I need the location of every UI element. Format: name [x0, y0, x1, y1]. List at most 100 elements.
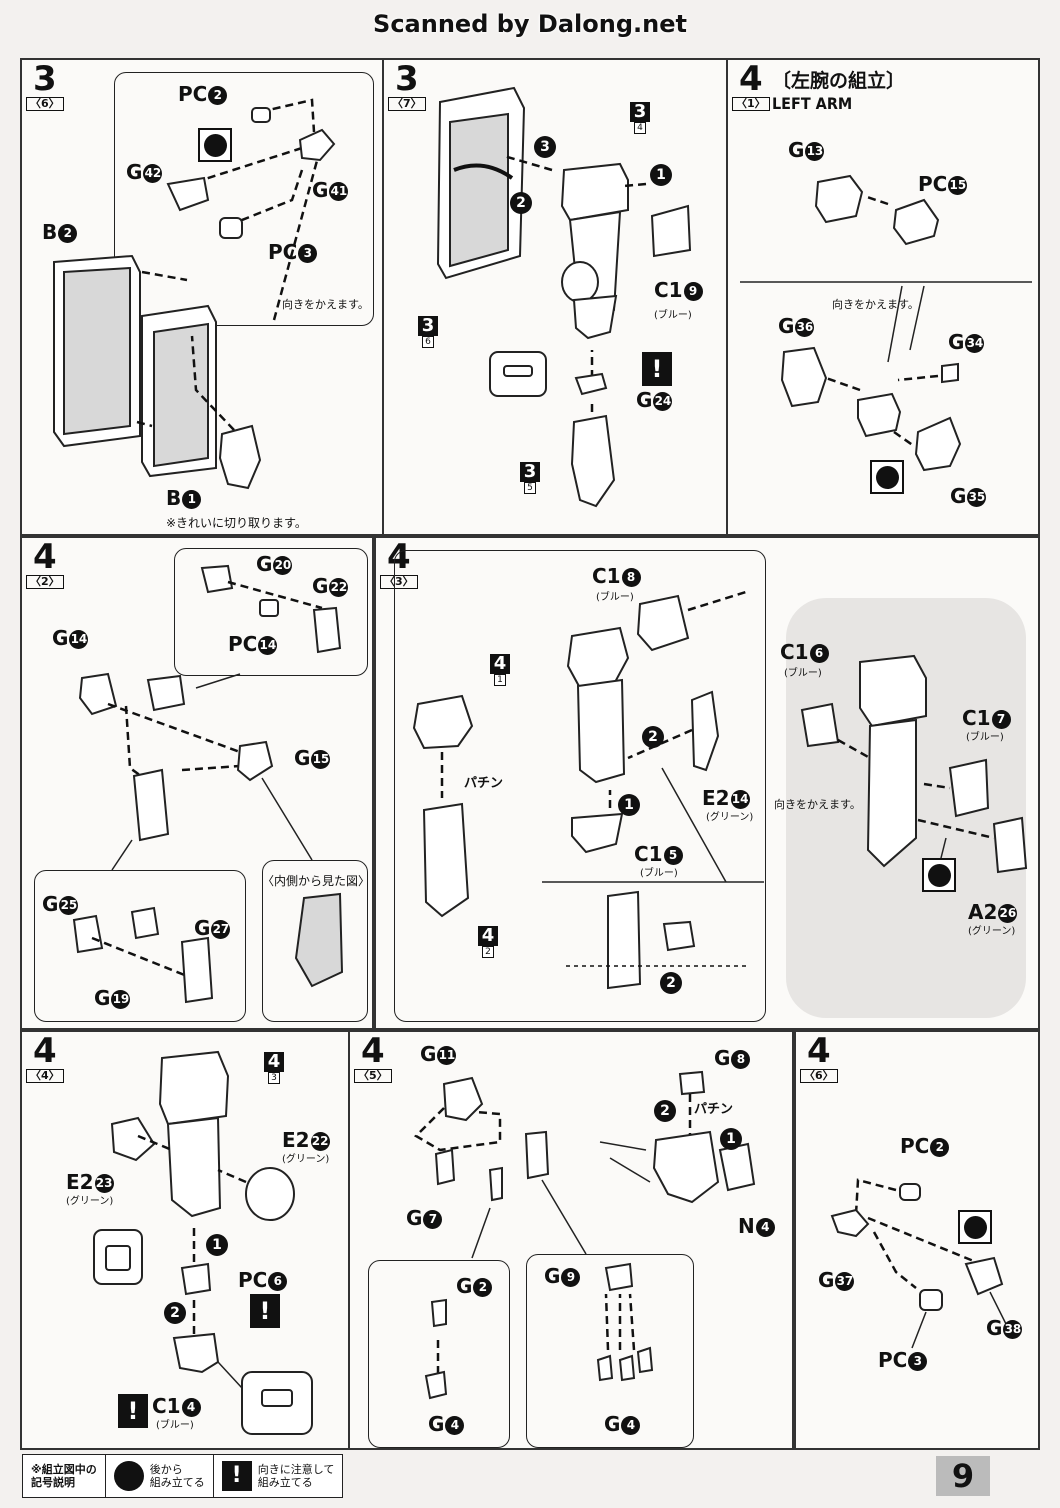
- note-change-direction: 向きをかえます。: [774, 798, 861, 811]
- part-letter: C1: [962, 706, 991, 730]
- part-number: 22: [310, 1132, 330, 1151]
- step-marker: 4 〈5〉: [354, 1034, 392, 1083]
- ref-number: 4: [478, 926, 498, 946]
- attention-icon: !: [250, 1294, 280, 1328]
- ref-step-4-3: 4 3: [264, 1052, 284, 1084]
- part-letter: A2: [968, 900, 998, 924]
- ref-number: 4: [264, 1052, 284, 1072]
- detail-balloon: [174, 548, 368, 676]
- panel-step-4-3: 4 〈3〉 4 1 パチン 4 2: [374, 536, 1040, 1030]
- part-letter: G: [456, 1274, 473, 1298]
- part-letter: PC: [178, 82, 208, 106]
- assembly-drawing: [53, 98, 336, 490]
- part-letter: G: [52, 626, 69, 650]
- part-number: 36: [795, 318, 815, 337]
- part-number: 27: [211, 920, 231, 939]
- part-letter: G: [256, 552, 273, 576]
- color-note-a226: (グリーン): [968, 926, 1016, 937]
- color-note-c18: (ブルー): [596, 592, 634, 603]
- ref-step-3-4: 3 4: [630, 102, 650, 134]
- ref-number: 3: [630, 102, 650, 122]
- part-number: 25: [59, 896, 79, 915]
- color-note-e222: (グリーン): [282, 1154, 330, 1165]
- legend-build-later-text: 後から 組み立てる: [149, 1463, 205, 1489]
- build-later-icon: [198, 128, 232, 162]
- part-letter: G: [194, 916, 211, 940]
- part-number: 41: [329, 182, 349, 201]
- part-letter: C1: [780, 640, 809, 664]
- part-letter: G: [312, 574, 329, 598]
- step-number: 4: [806, 1031, 831, 1071]
- part-letter: G: [714, 1046, 731, 1070]
- part-number: 2: [473, 1278, 493, 1297]
- ref-step-3-5: 3 5: [520, 462, 540, 494]
- attention-icon: !: [221, 1461, 252, 1491]
- step-substep: 〈5〉: [354, 1069, 392, 1083]
- part-number: 9: [561, 1268, 581, 1287]
- step-substep: 〈6〉: [26, 97, 64, 111]
- part-number: 19: [111, 990, 131, 1009]
- part-number: 8: [731, 1050, 751, 1069]
- assembly-drawing: [436, 86, 692, 508]
- part-number: 35: [967, 488, 987, 507]
- part-letter: PC: [918, 172, 948, 196]
- seq-1: 1: [618, 794, 640, 816]
- step-substep: 〈6〉: [800, 1069, 838, 1083]
- assembly-drawing: [830, 1178, 1007, 1349]
- step-marker: 3 〈7〉: [388, 62, 426, 111]
- part-letter: N: [738, 1214, 755, 1238]
- color-note-c19: (ブルー): [654, 310, 692, 321]
- ref-step-4-2: 4 2: [478, 926, 498, 958]
- ref-number: 3: [520, 462, 540, 482]
- assembly-area-frame: [394, 550, 766, 1022]
- detail-balloon: [526, 1254, 694, 1448]
- part-number: 8: [621, 568, 641, 587]
- part-letter: G: [420, 1042, 437, 1066]
- part-letter: G: [950, 484, 967, 508]
- step-marker: 4 〈1〉: [732, 62, 770, 111]
- detail-balloon: [368, 1260, 510, 1448]
- step-marker: 3 〈6〉: [26, 62, 64, 111]
- part-number: 15: [311, 750, 331, 769]
- assembly-drawing: [93, 1050, 313, 1435]
- step-substep: 〈7〉: [388, 97, 426, 111]
- part-number: 26: [998, 904, 1018, 923]
- part-number: 4: [755, 1218, 775, 1237]
- part-number: 4: [181, 1398, 201, 1417]
- assembly-drawing: [72, 564, 344, 1004]
- part-letter: C1: [592, 564, 621, 588]
- step-number: 4: [360, 1031, 385, 1071]
- step-marker: 4 〈6〉: [800, 1034, 838, 1083]
- scan-watermark: Scanned by Dalong.net: [373, 10, 687, 38]
- part-letter: G: [406, 1206, 423, 1230]
- part-number: 2: [208, 86, 228, 105]
- ref-substep: 4: [634, 122, 646, 134]
- part-number: 14: [258, 636, 278, 655]
- legend-build-later: 後から 組み立てる: [106, 1455, 214, 1497]
- attention-icon: !: [118, 1394, 148, 1428]
